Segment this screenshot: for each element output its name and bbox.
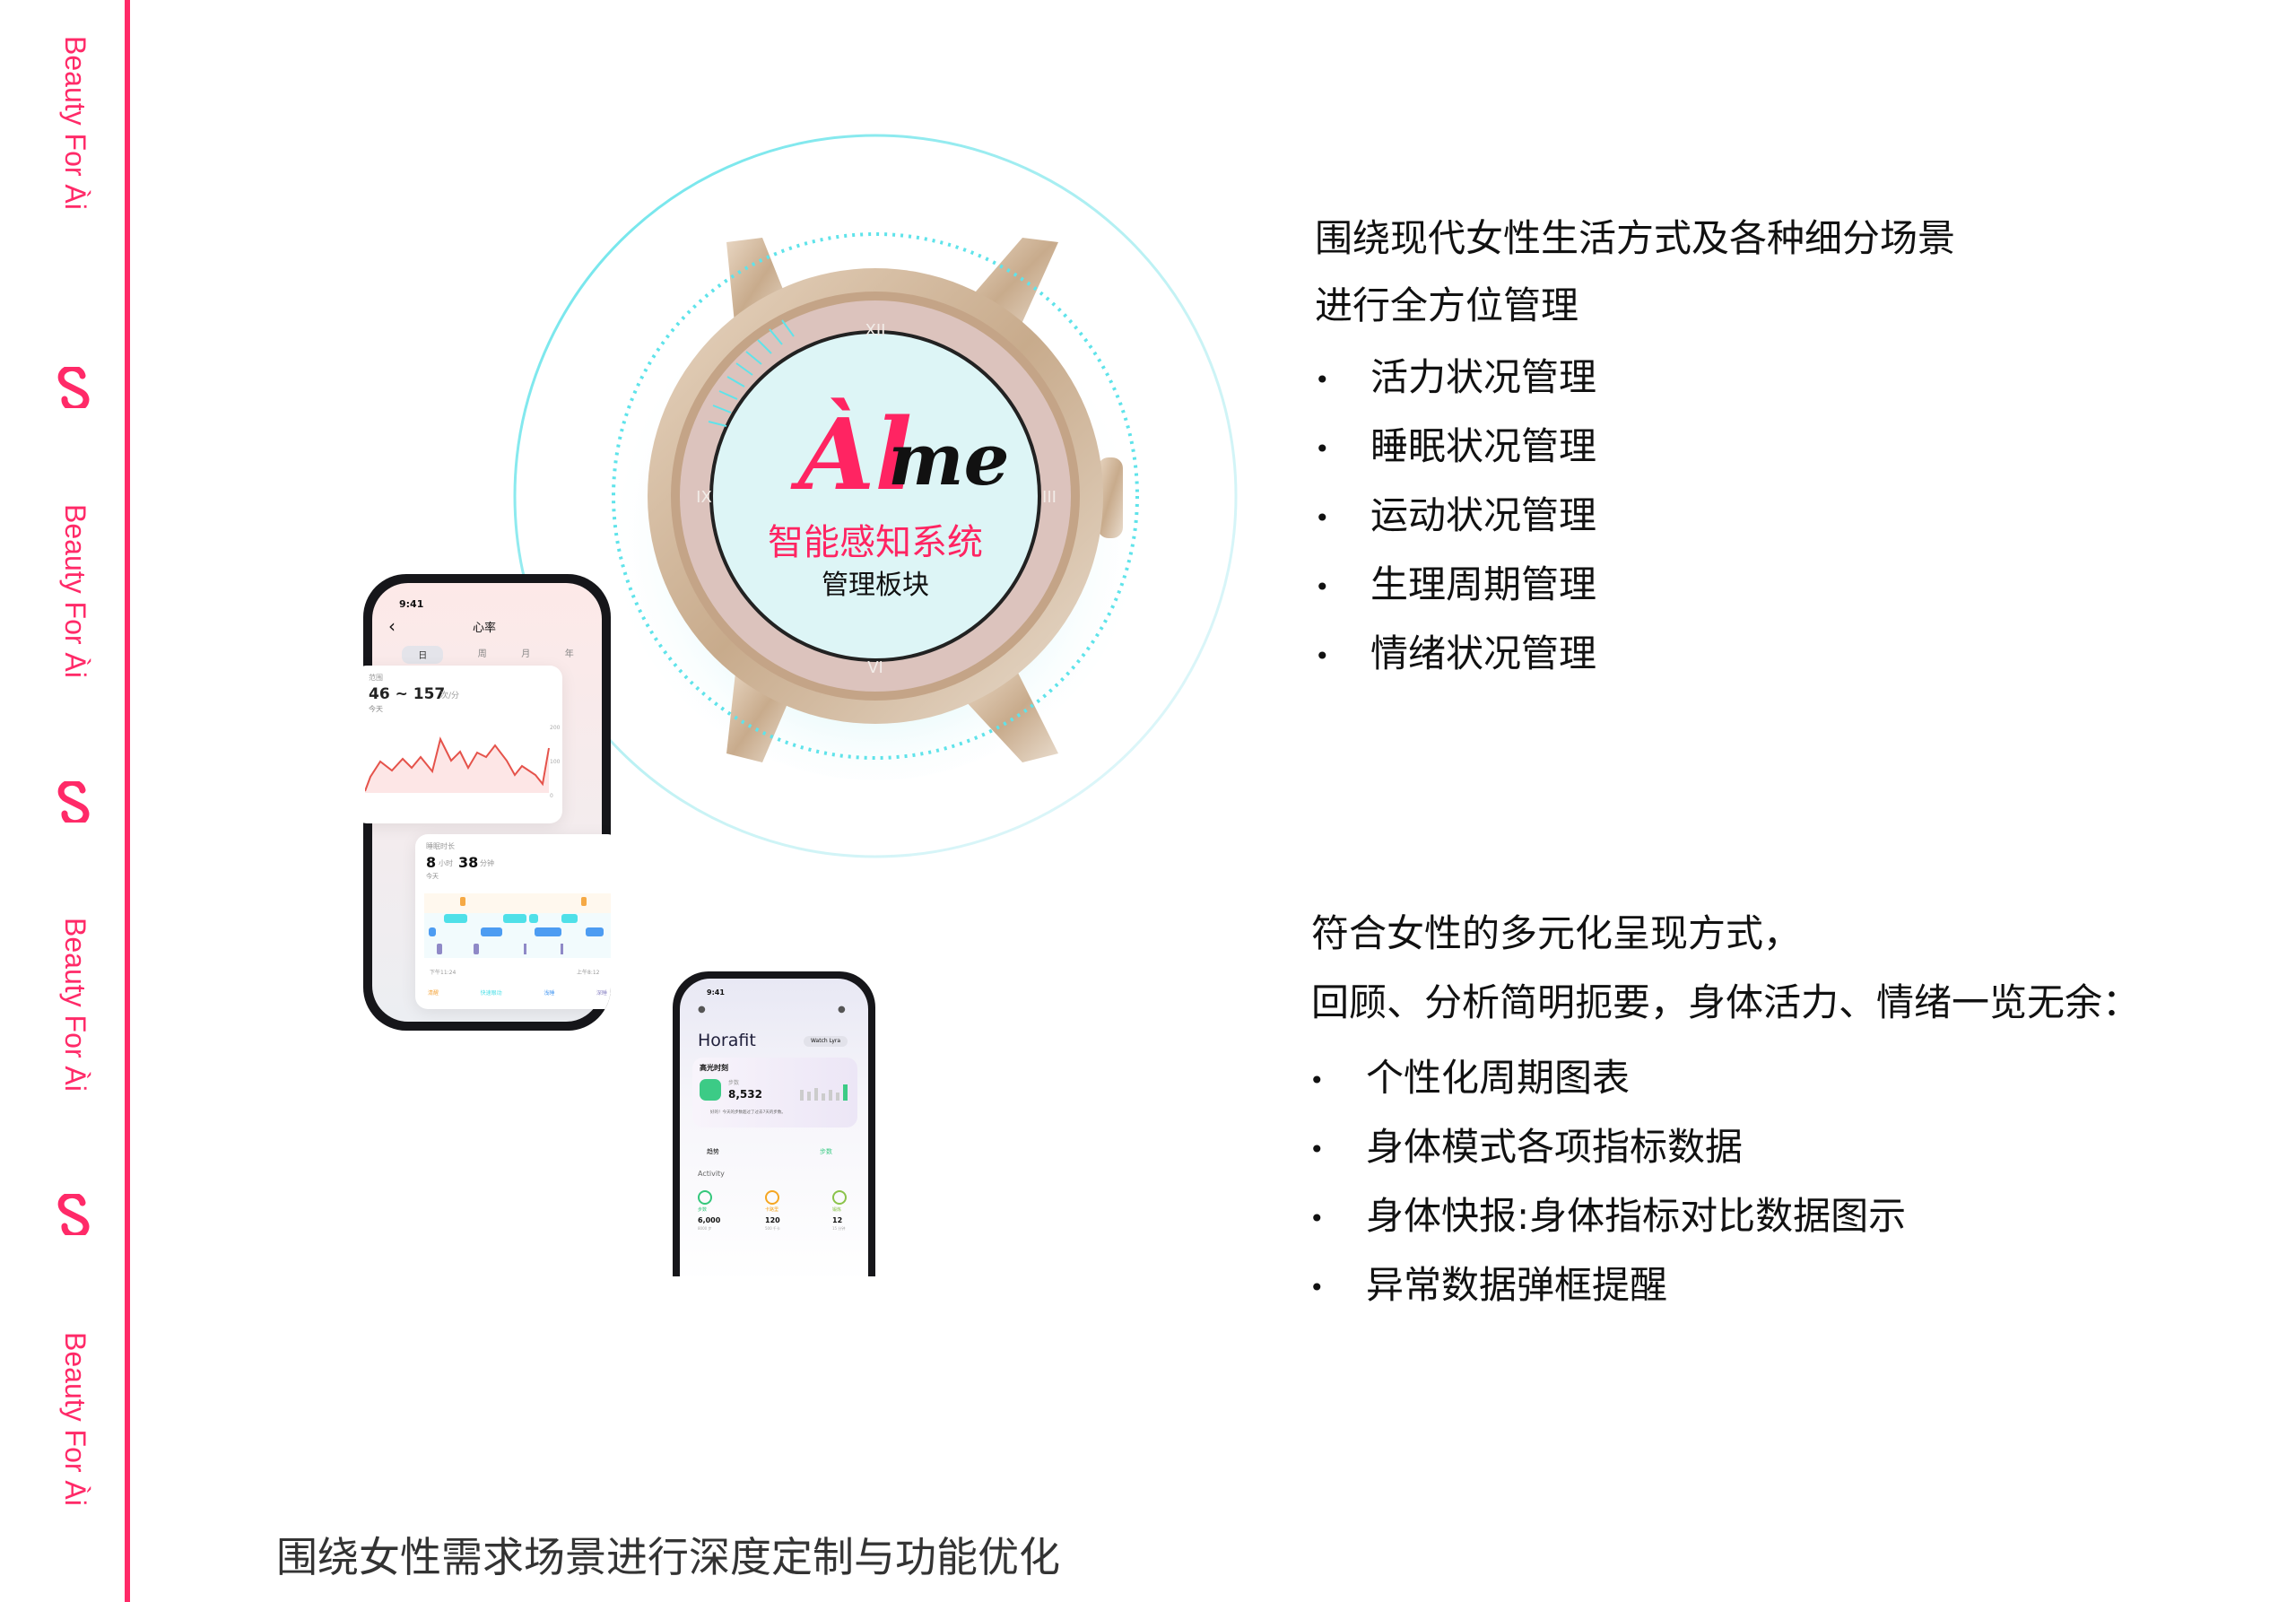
list-item: 睡眠状况管理: [1370, 424, 1597, 468]
numeral-vi: VI: [867, 658, 883, 677]
device-chip[interactable]: Watch Lyra: [804, 1036, 848, 1047]
watch-subtitle: 管理板块: [822, 570, 929, 601]
logo-me: me: [888, 417, 1010, 501]
list-item: 运动状况管理: [1370, 493, 1597, 537]
tab-week[interactable]: 周: [477, 649, 487, 659]
list-item: 生理周期管理: [1370, 562, 1597, 606]
hr-axis-tick: 0: [550, 793, 553, 799]
numeral-iii: III: [1042, 488, 1057, 507]
activity-label: 步数: [698, 1207, 708, 1213]
sleep-stage-chart: [424, 893, 611, 958]
steps-label: 步数: [728, 1080, 740, 1086]
profile-icon[interactable]: ●: [698, 1005, 706, 1014]
activity-value: 120: [765, 1216, 780, 1224]
tab-day[interactable]: 日: [402, 646, 444, 664]
list-item: 个性化周期图表: [1366, 1056, 1631, 1100]
activity-title: Activity: [698, 1170, 725, 1178]
hr-label: 范围: [369, 674, 383, 682]
heart-rate-card[interactable]: 范围 46 ~ 157 次/分 今天 200 100 0: [363, 666, 562, 823]
screen-title: 心率: [473, 622, 497, 635]
activity-goal: 500 千卡: [765, 1226, 780, 1231]
shoe-icon: [700, 1079, 721, 1101]
back-icon[interactable]: ‹: [388, 615, 396, 637]
watch-face: [709, 330, 1041, 662]
brand-text: Beauty For Ài: [59, 918, 91, 1092]
section1-heading-line1: 围绕现代女性生活方式及各种细分场景: [1315, 216, 1956, 260]
list-item: 异常数据弹框提醒: [1366, 1263, 1668, 1307]
brand-text: Beauty For Ài: [59, 36, 91, 210]
legend-awake: 清醒: [428, 990, 439, 997]
dotted-ring: [612, 232, 1139, 760]
highlight-card[interactable]: 高光时刻 步数 8,532 好的！今天的步数超过了过去7天的步数。: [692, 1058, 857, 1127]
heart-rate-phone: 9:41 ‹ 心率 日 周 月 年 范围 46 ~ 157 次/分 今天 200…: [363, 574, 611, 1031]
sleep-minutes: 38: [458, 854, 479, 871]
outer-ring: [513, 134, 1238, 858]
logo-ai: Àl: [790, 396, 912, 512]
legend-deep: 深睡: [596, 990, 607, 997]
legend-light: 浅睡: [544, 990, 555, 997]
sidebar-accent-line: [125, 0, 130, 1602]
tab-year[interactable]: 年: [564, 649, 574, 659]
sleep-minutes-unit: 分钟: [480, 859, 494, 867]
sleep-label: 睡眠时长: [426, 842, 455, 850]
page-caption: 围绕女性需求场景进行深度定制与功能优化: [276, 1533, 1060, 1581]
bell-icon[interactable]: ●: [838, 1005, 846, 1014]
hr-unit: 次/分: [440, 692, 460, 701]
steps-value: 8,532: [728, 1088, 762, 1101]
activity-goal: 8000 步: [698, 1226, 712, 1231]
hr-range: 46 ~ 157: [369, 685, 446, 703]
highlight-title: 高光时刻: [700, 1064, 728, 1072]
section2-heading-line2: 回顾、分析简明扼要，身体活力、情绪一览无余：: [1311, 980, 2141, 1024]
brand-logo-icon: [57, 367, 90, 408]
sleep-start: 下午11:24: [430, 970, 457, 976]
status-time: 9:41: [399, 598, 424, 610]
tab-month[interactable]: 月: [521, 649, 531, 659]
legend-rem: 快速眼动: [480, 990, 502, 997]
brand-text: Beauty For Ài: [59, 504, 91, 678]
sleep-day: 今天: [426, 873, 439, 880]
activity-value: 12: [832, 1216, 843, 1224]
watch-crown: [1098, 457, 1123, 538]
brand-text: Beauty For Ài: [59, 1332, 91, 1506]
section2-heading-line1: 符合女性的多元化呈现方式，: [1311, 911, 1802, 955]
sleep-hours: 8: [426, 854, 437, 871]
steps-mini-bars: [800, 1084, 848, 1101]
sleep-hours-unit: 小时: [439, 859, 453, 867]
app-brand: Horafit: [698, 1031, 756, 1050]
list-item: 情绪状况管理: [1370, 631, 1597, 675]
list-item: 身体模式各项指标数据: [1366, 1125, 1744, 1169]
hr-axis-tick: 100: [550, 759, 561, 765]
hr-day: 今天: [369, 705, 383, 713]
section1-heading-line2: 进行全方位管理: [1315, 283, 1579, 327]
status-time: 9:41: [707, 988, 725, 997]
sleep-end: 上午8:12: [577, 970, 600, 976]
activity-calories[interactable]: 卡路里 120 500 千卡: [765, 1190, 810, 1253]
trend-link[interactable]: 步数: [820, 1148, 832, 1155]
list-item: 身体快报:身体指标对比数据图示: [1366, 1194, 1907, 1238]
trend-label: 趋势: [707, 1148, 719, 1155]
activity-label: 锻炼: [832, 1207, 842, 1213]
activity-goal: 15 分钟: [832, 1226, 846, 1231]
sleep-card[interactable]: 睡眠时长 8 小时 38 分钟 今天 下午11:24 上午8:12 清醒 快速眼…: [415, 834, 611, 1009]
activity-exercise[interactable]: 锻炼 12 15 分钟: [832, 1190, 859, 1253]
brand-logo-icon: [57, 1194, 90, 1235]
brand-logo-icon: [57, 781, 90, 823]
list-item: 活力状况管理: [1370, 355, 1597, 399]
activity-steps[interactable]: 步数 6,000 8000 步: [698, 1190, 743, 1253]
numeral-ix: IX: [696, 488, 712, 507]
hr-axis-tick: 200: [550, 725, 561, 731]
highlight-note: 好的！今天的步数超过了过去7天的步数。: [710, 1110, 786, 1115]
activity-value: 6,000: [698, 1216, 721, 1224]
heart-rate-line-chart: [365, 736, 550, 793]
smartwatch-illustration: XII III VI IX Àl me 智能感知系统 管理板块: [513, 134, 1238, 858]
numeral-xii: XII: [865, 321, 886, 340]
watch-title: 智能感知系统: [768, 522, 983, 563]
horafit-phone: 9:41 ● ● Horafit Watch Lyra 高光时刻 步数 8,53…: [673, 971, 875, 1276]
activity-label: 卡路里: [765, 1207, 779, 1213]
